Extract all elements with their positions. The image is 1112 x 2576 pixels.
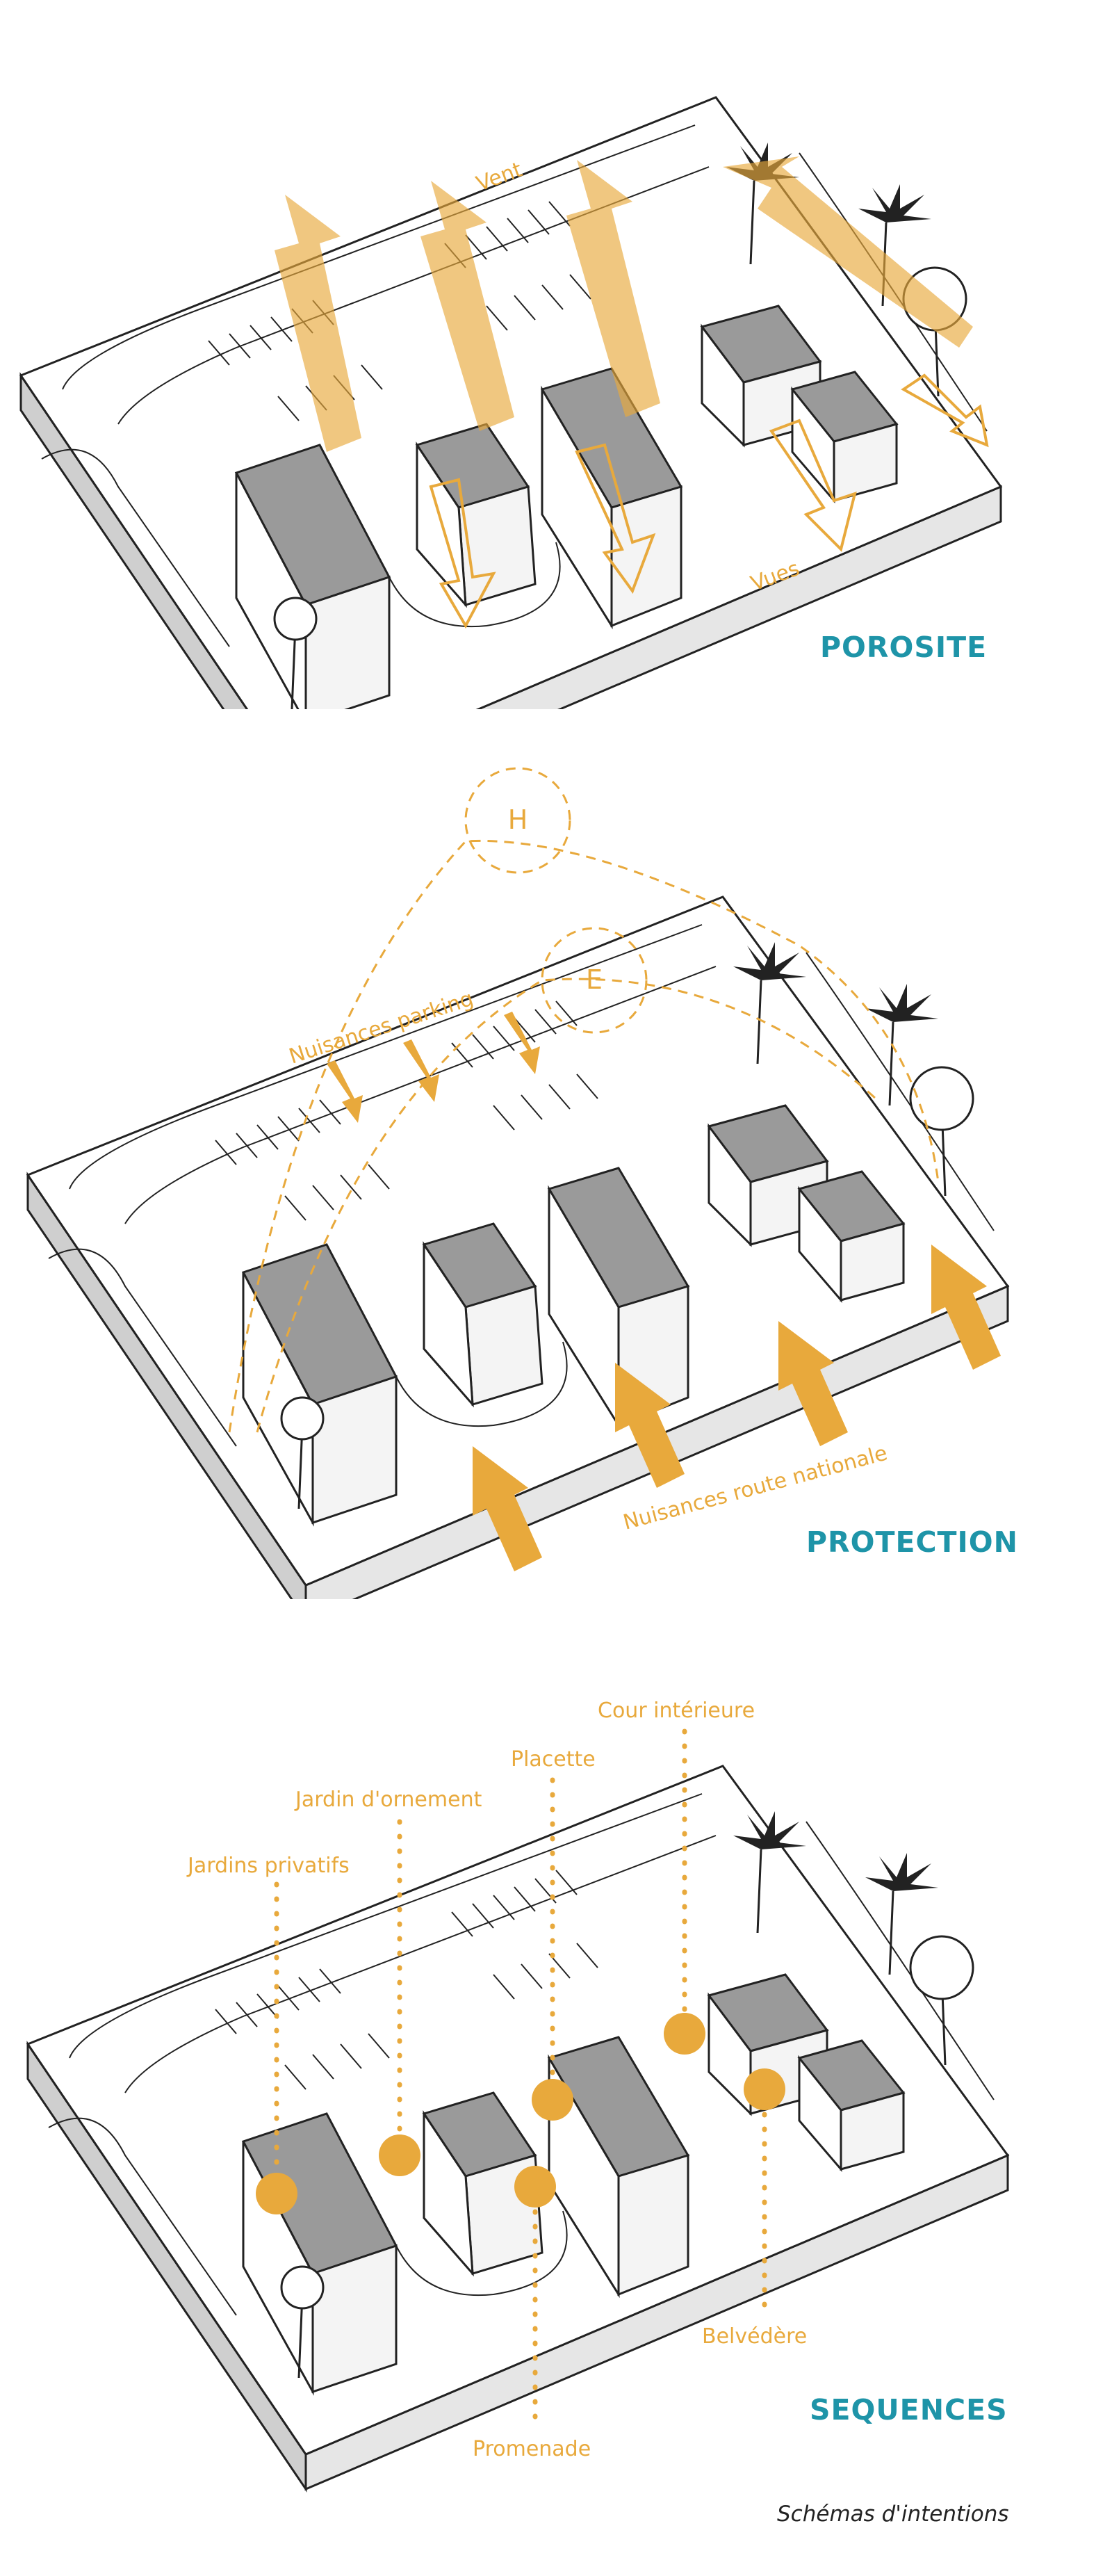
site-model <box>19 96 1002 709</box>
wind-arrows <box>275 156 973 452</box>
site-model <box>26 1765 1009 2490</box>
inner-court-label: Cour intérieure <box>598 1699 755 1723</box>
summer-sun-label: E <box>586 964 603 995</box>
panel-title-sequences: SEQUENCES <box>810 2393 1008 2427</box>
protection-diagram: H E Nuisances parking Nuisances route na… <box>26 767 1018 1599</box>
belvedere-label: Belvédère <box>702 2324 807 2349</box>
panel-title-protection: PROTECTION <box>806 1525 1018 1559</box>
ornament-garden-label: Jardin d'ornement <box>294 1788 482 1812</box>
site-model <box>26 896 1009 1599</box>
sequence-leaders <box>274 1728 767 2422</box>
private-gardens-label: Jardins privatifs <box>186 1854 350 1878</box>
winter-sun-label: H <box>508 804 528 835</box>
sun-paths <box>228 767 940 1433</box>
view-arrows <box>429 373 989 629</box>
parking-arrows <box>327 1012 540 1123</box>
figure-caption: Schémas d'intentions <box>777 2502 1009 2527</box>
small-square-label: Placette <box>511 1747 596 1772</box>
promenade-label: Promenade <box>473 2437 591 2461</box>
sequence-points <box>256 2013 785 2214</box>
porosite-diagram: Vent Vues POROSITE <box>19 96 1002 709</box>
panel-title-porosite: POROSITE <box>820 631 987 664</box>
road-arrows <box>473 1245 1001 1571</box>
sequences-diagram: Jardins privatifs Jardin d'ornement Plac… <box>26 1699 1009 2490</box>
